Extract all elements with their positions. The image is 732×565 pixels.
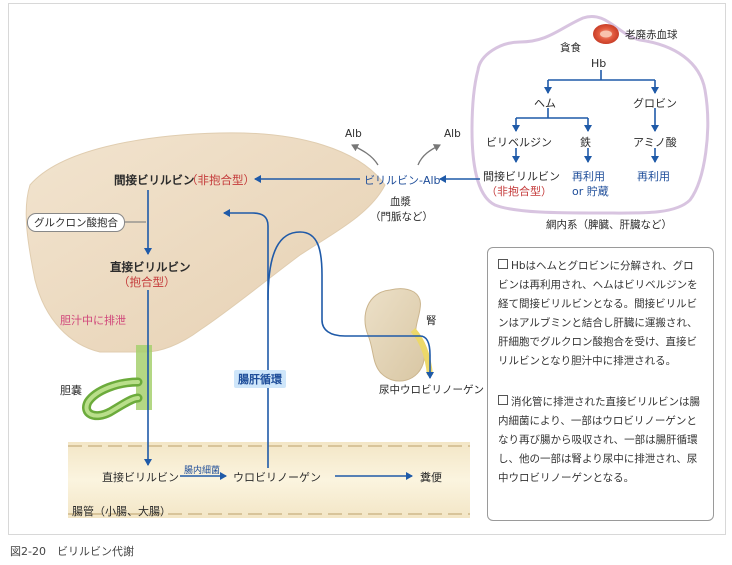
label-blood: 血漿	[390, 196, 411, 208]
label-kidney: 腎	[426, 315, 437, 327]
label-bilirubin-alb: ビリルビン-Alb	[364, 174, 441, 187]
label-unconjugated-re: （非抱合型）	[486, 185, 552, 198]
label-direct-bilirubin-gut: 直接ビリルビン	[102, 471, 179, 484]
figure-caption: 図2-20 ビリルビン代謝	[10, 545, 134, 558]
label-glucuronidation: グルクロン酸抱合	[27, 213, 125, 232]
label-amino-acid: アミノ酸	[633, 136, 677, 149]
label-alb-left: Alb	[345, 128, 362, 140]
label-excreted-in-bile: 胆汁中に排泄	[60, 314, 126, 327]
kidney-shape	[364, 288, 425, 382]
label-reuse-amino: 再利用	[637, 170, 670, 183]
label-gallbladder: 胆嚢	[60, 384, 82, 397]
label-direct-bilirubin-liver: 直接ビリルビン	[110, 260, 191, 274]
label-portal-vein: （門脈など）	[370, 211, 433, 223]
label-senescent-rbc: 老廃赤血球	[625, 29, 678, 41]
checkbox-icon	[498, 395, 508, 405]
figure-frame	[8, 3, 726, 535]
checkbox-icon	[498, 259, 508, 269]
intestine-band	[68, 442, 470, 518]
label-biliverdin: ビリベルジン	[486, 136, 552, 149]
label-enterohepatic: 腸肝循環	[234, 370, 286, 388]
label-hb: Hb	[591, 57, 607, 70]
note-2-text: 消化管に排泄された直接ビリルビンは腸内細菌により、一部はウロビリノーゲンとなり再…	[498, 396, 700, 484]
label-reuse-iron: 再利用	[572, 170, 605, 183]
label-gut-bacteria: 腸内細菌	[184, 466, 221, 476]
liver-shape	[25, 132, 386, 353]
label-alb-right: Alb	[444, 128, 461, 140]
note-1-text: Hbはヘムとグロビンに分解され、グロビンは再利用され、ヘムはビリベルジンを経て間…	[498, 260, 698, 367]
label-conjugated: （抱合型）	[118, 275, 176, 289]
label-indirect-bilirubin-re: 間接ビリルビン	[483, 170, 560, 183]
label-globin: グロビン	[633, 97, 677, 110]
notes-box: Hbはヘムとグロビンに分解され、グロビンは再利用され、ヘムはビリベルジンを経て間…	[487, 247, 714, 521]
label-urobilinogen: ウロビリノーゲン	[233, 471, 321, 484]
label-urine-urobilinogen: 尿中ウロビリノーゲン	[379, 384, 484, 396]
label-or-storage: or 貯蔵	[572, 185, 609, 198]
label-feces: 糞便	[420, 471, 442, 484]
label-indirect-bilirubin-liver: 間接ビリルビン	[114, 173, 195, 187]
label-intestine: 腸管（小腸、大腸）	[72, 505, 171, 518]
re-cell	[470, 14, 710, 215]
label-iron: 鉄	[580, 136, 591, 149]
label-phagocytosis: 貪食	[560, 42, 581, 54]
note-2: 消化管に排泄された直接ビリルビンは腸内細菌により、一部はウロビリノーゲンとなり再…	[498, 393, 703, 488]
label-re-system: 網内系（脾臓、肝臓など）	[546, 219, 672, 231]
note-1: Hbはヘムとグロビンに分解され、グロビンは再利用され、ヘムはビリベルジンを経て間…	[498, 257, 703, 371]
label-heme: ヘム	[534, 97, 556, 110]
label-unconjugated-liver: （非抱合型）	[186, 173, 255, 187]
